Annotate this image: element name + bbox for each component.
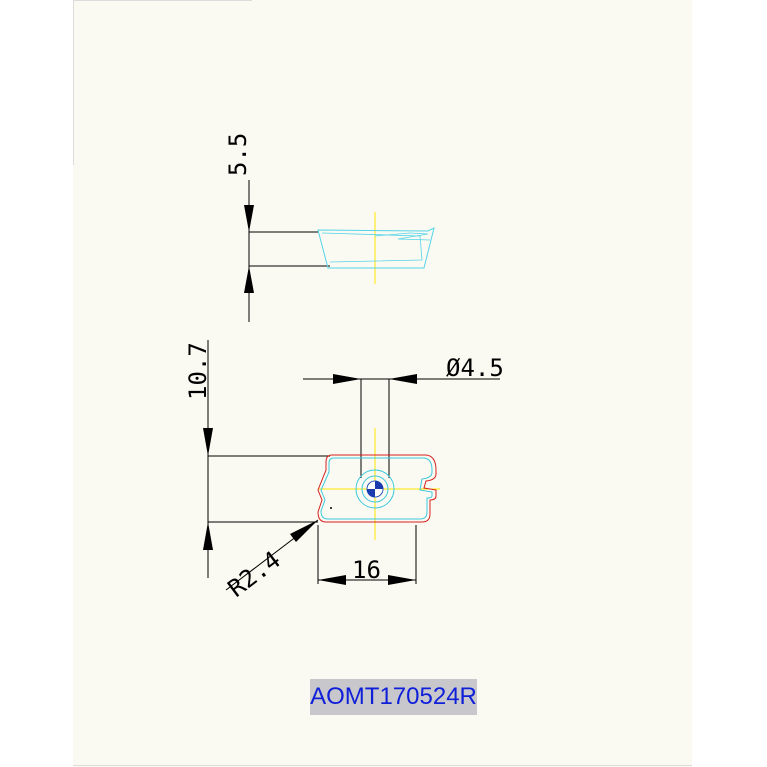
mounting-hole-inner <box>361 475 389 503</box>
length-arrow-left <box>318 575 346 585</box>
side-view-chip-breaker <box>374 232 431 241</box>
hole-dimension-text: Ø4.5 <box>446 354 504 382</box>
height-arrow-top <box>203 428 213 456</box>
page-background <box>73 0 692 767</box>
mounting-hole-outer <box>355 469 395 509</box>
hole-arrow-right <box>389 374 417 384</box>
side-view-outline <box>317 227 435 269</box>
part-number-text: AOMT170524R <box>310 683 477 710</box>
radius-arrow <box>290 520 318 542</box>
side-view-inner-edge <box>321 232 423 263</box>
length-arrow-right <box>388 575 416 585</box>
insert-corner-point <box>330 507 332 509</box>
thickness-dimension-text: 5.5 <box>224 133 252 176</box>
center-mark-icon <box>366 480 384 498</box>
part-number-label: AOMT170524R <box>310 679 477 715</box>
insert-outline-red <box>317 454 437 523</box>
hole-arrow-left <box>333 374 361 384</box>
height-dimension-text: 10.7 <box>184 342 212 400</box>
height-arrow-bottom <box>203 522 213 550</box>
thickness-arrow-top <box>244 205 254 232</box>
thickness-arrow-bottom <box>244 266 254 293</box>
insert-outline-cyan <box>320 457 433 520</box>
length-dimension-text: 16 <box>352 556 381 584</box>
side-view: 5.5 <box>224 133 435 322</box>
